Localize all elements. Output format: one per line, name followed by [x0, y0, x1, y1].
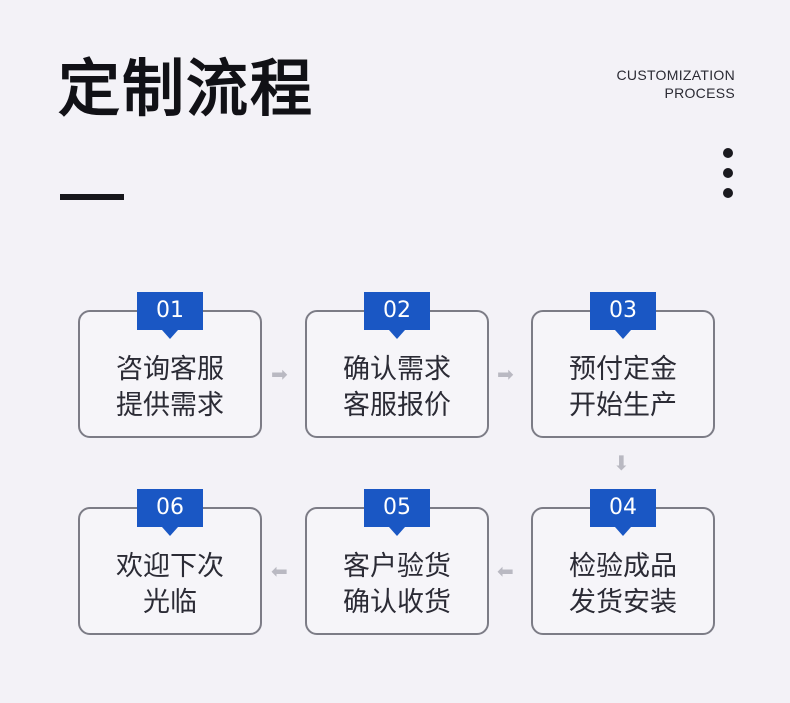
dot: [723, 168, 733, 178]
step-number-badge: 04: [590, 489, 656, 536]
subtitle-line-1: CUSTOMIZATION: [616, 67, 735, 83]
step-number-badge: 02: [364, 292, 430, 339]
step-line-2: 提供需求: [116, 390, 224, 421]
step-text: 确认需求 客服报价: [307, 352, 487, 424]
step-text: 咨询客服 提供需求: [80, 352, 260, 424]
subtitle-line-2: PROCESS: [664, 85, 735, 101]
step-line-2: 发货安装: [569, 587, 677, 618]
step-04: 04 检验成品 发货安装: [531, 489, 715, 635]
arrow-down-icon: ⬇: [613, 451, 630, 475]
step-line-2: 客服报价: [343, 390, 451, 421]
step-line-1: 预付定金: [569, 354, 677, 385]
step-02: 02 确认需求 客服报价: [305, 292, 489, 438]
step-number-badge: 01: [137, 292, 203, 339]
step-line-1: 检验成品: [569, 551, 677, 582]
step-line-1: 确认需求: [343, 354, 451, 385]
step-text: 预付定金 开始生产: [533, 352, 713, 424]
step-line-1: 欢迎下次: [116, 551, 224, 582]
step-01: 01 咨询客服 提供需求: [78, 292, 262, 438]
page-title: 定制流程: [58, 52, 315, 125]
step-03: 03 预付定金 开始生产: [531, 292, 715, 438]
dot: [723, 148, 733, 158]
step-line-1: 客户验货: [343, 551, 451, 582]
step-text: 检验成品 发货安装: [533, 549, 713, 621]
dot: [723, 188, 733, 198]
step-text: 客户验货 确认收货: [307, 549, 487, 621]
arrow-left-icon: ⬅: [497, 559, 514, 583]
step-number-badge: 03: [590, 292, 656, 339]
step-number-badge: 06: [137, 489, 203, 536]
step-line-1: 咨询客服: [116, 354, 224, 385]
step-text: 欢迎下次 光临: [80, 549, 260, 621]
title-underline: [60, 194, 124, 200]
arrow-right-icon: ➡: [271, 362, 288, 386]
arrow-right-icon: ➡: [497, 362, 514, 386]
page-subtitle: CUSTOMIZATION PROCESS: [617, 66, 736, 102]
step-05: 05 客户验货 确认收货: [305, 489, 489, 635]
step-line-2: 开始生产: [569, 390, 677, 421]
step-number-badge: 05: [364, 489, 430, 536]
arrow-left-icon: ⬅: [271, 559, 288, 583]
step-06: 06 欢迎下次 光临: [78, 489, 262, 635]
vertical-dots-decoration: [723, 148, 737, 208]
step-line-2: 确认收货: [343, 587, 451, 618]
step-line-2: 光临: [143, 587, 197, 618]
